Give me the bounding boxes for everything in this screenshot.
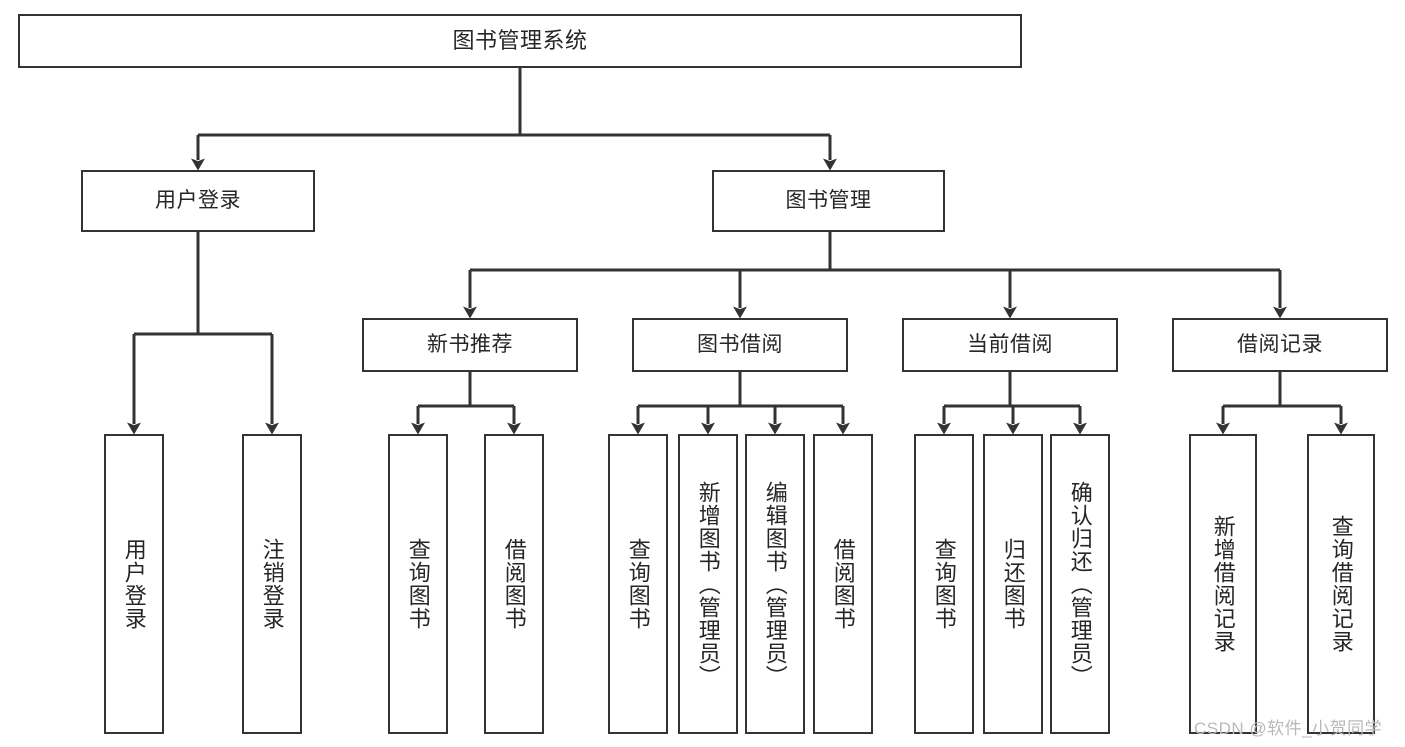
node-leaf-query-book-2-label: 查询图书 [625,538,651,630]
node-new-book-rec-label: 新书推荐 [427,332,513,356]
node-leaf-user-login[interactable]: 用户登录 [104,434,164,734]
node-leaf-query-book-1-label: 查询图书 [405,538,431,630]
node-leaf-query-book-3[interactable]: 查询图书 [914,434,974,734]
node-root-label: 图书管理系统 [452,28,588,54]
node-leaf-borrow-book-1[interactable]: 借阅图书 [484,434,544,734]
node-leaf-query-record[interactable]: 查询借阅记录 [1307,434,1375,734]
node-new-book-rec[interactable]: 新书推荐 [362,318,578,372]
node-leaf-borrow-book-1-label: 借阅图书 [501,538,527,630]
node-leaf-edit-book-label: 编辑图书（管理员） [762,480,788,688]
node-leaf-return-book[interactable]: 归还图书 [983,434,1043,734]
node-current-borrow-label: 当前借阅 [967,332,1053,356]
node-book-borrow-label: 图书借阅 [697,332,783,356]
node-leaf-logout-label: 注销登录 [259,538,285,630]
node-leaf-logout[interactable]: 注销登录 [242,434,302,734]
node-leaf-add-record[interactable]: 新增借阅记录 [1189,434,1257,734]
node-leaf-add-book-label: 新增图书（管理员） [695,480,721,688]
node-leaf-return-book-label: 归还图书 [1000,538,1026,630]
node-leaf-query-record-label: 查询借阅记录 [1328,515,1354,653]
node-current-borrow[interactable]: 当前借阅 [902,318,1118,372]
node-leaf-add-book[interactable]: 新增图书（管理员） [678,434,738,734]
node-user-login-label: 用户登录 [155,188,241,212]
node-book-manage[interactable]: 图书管理 [712,170,945,232]
node-leaf-query-book-1[interactable]: 查询图书 [388,434,448,734]
csdn-watermark: CSDN @软件_小贺同学 [1194,719,1383,738]
node-leaf-query-book-3-label: 查询图书 [931,538,957,630]
node-leaf-confirm-return-label: 确认归还（管理员） [1067,480,1093,688]
node-leaf-confirm-return[interactable]: 确认归还（管理员） [1050,434,1110,734]
node-book-borrow[interactable]: 图书借阅 [632,318,848,372]
node-leaf-borrow-book-2[interactable]: 借阅图书 [813,434,873,734]
node-leaf-edit-book[interactable]: 编辑图书（管理员） [745,434,805,734]
node-borrow-record-label: 借阅记录 [1237,332,1323,356]
node-leaf-borrow-book-2-label: 借阅图书 [830,538,856,630]
node-leaf-query-book-2[interactable]: 查询图书 [608,434,668,734]
node-book-manage-label: 图书管理 [785,188,872,212]
node-user-login[interactable]: 用户登录 [81,170,315,232]
node-leaf-add-record-label: 新增借阅记录 [1210,515,1236,653]
node-leaf-user-login-label: 用户登录 [121,538,147,630]
node-root[interactable]: 图书管理系统 [18,14,1022,68]
node-borrow-record[interactable]: 借阅记录 [1172,318,1388,372]
